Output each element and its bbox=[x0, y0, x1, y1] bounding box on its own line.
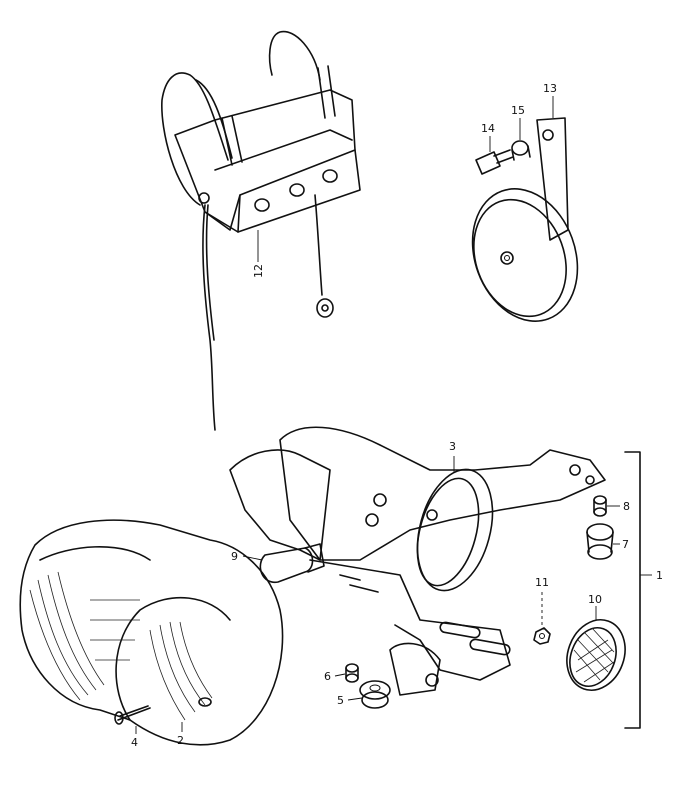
callout-11: 11 bbox=[535, 576, 549, 626]
tail-light-housing bbox=[229, 426, 606, 696]
callout-11-label: 11 bbox=[535, 576, 549, 589]
bulb bbox=[259, 543, 325, 583]
callout-7-label: 7 bbox=[622, 538, 629, 551]
horn bbox=[471, 117, 579, 322]
callout-14: 14 bbox=[481, 122, 495, 152]
horn-bracket bbox=[161, 30, 361, 431]
callout-1: 1 bbox=[624, 451, 663, 729]
callout-3-label: 3 bbox=[449, 440, 456, 453]
callout-5-label: 5 bbox=[337, 694, 344, 707]
callout-6-label: 6 bbox=[324, 670, 331, 683]
callout-8-label: 8 bbox=[623, 500, 630, 513]
callout-1-label: 1 bbox=[656, 569, 663, 582]
collar-6 bbox=[345, 663, 359, 683]
callout-8: 8 bbox=[607, 500, 630, 513]
callout-4-label: 4 bbox=[131, 736, 138, 749]
callout-9-label: 9 bbox=[231, 550, 238, 563]
callout-2-label: 2 bbox=[177, 734, 184, 747]
callout-12: 12 bbox=[252, 230, 265, 278]
callout-6: 6 bbox=[324, 670, 346, 683]
reflex-reflector bbox=[566, 619, 626, 691]
callout-2: 2 bbox=[177, 722, 184, 747]
tail-light-lens bbox=[19, 519, 284, 746]
callout-15-label: 15 bbox=[511, 104, 525, 117]
callout-10: 10 bbox=[588, 593, 602, 620]
grommet-5 bbox=[359, 680, 391, 709]
callout-10-label: 10 bbox=[588, 593, 602, 606]
callout-4: 4 bbox=[131, 726, 138, 749]
callout-15: 15 bbox=[511, 104, 525, 140]
callout-7: 7 bbox=[613, 538, 629, 551]
callout-13: 13 bbox=[543, 82, 557, 118]
collar-8 bbox=[593, 495, 607, 517]
grommet-7 bbox=[586, 523, 614, 560]
callout-13-label: 13 bbox=[543, 82, 557, 95]
lens-screw bbox=[114, 705, 151, 725]
callout-5: 5 bbox=[337, 694, 363, 707]
callout-3: 3 bbox=[449, 440, 456, 472]
callout-14-label: 14 bbox=[481, 122, 495, 135]
nut-11 bbox=[533, 627, 551, 645]
callout-12-label: 12 bbox=[252, 264, 265, 278]
